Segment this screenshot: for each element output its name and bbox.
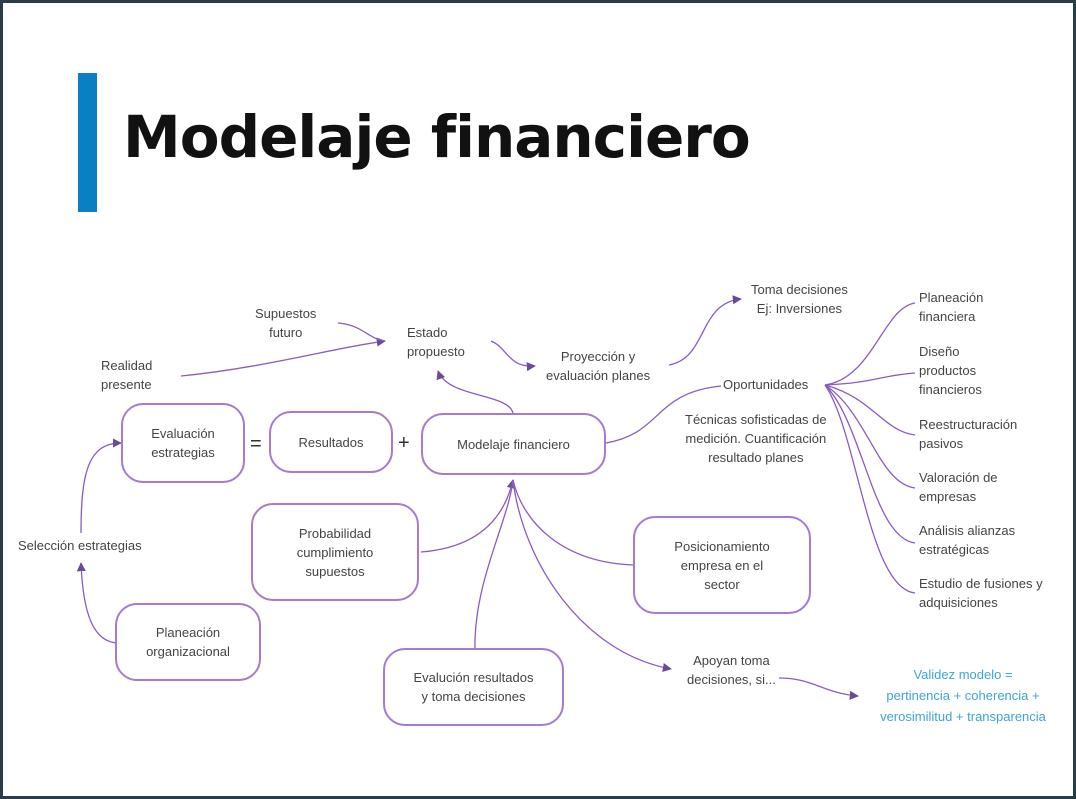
- label-toma-decisiones: Toma decisiones Ej: Inversiones: [751, 282, 848, 316]
- connector-oport-item-5: [824, 384, 916, 544]
- label-apoyan-toma: Apoyan toma decisiones, si...: [687, 653, 776, 687]
- connector-seleccion-evaluacion: [80, 438, 122, 534]
- label-proyeccion-planes: Proyección y evaluación planes: [546, 349, 651, 383]
- connector-evaluacion-modelaje: [474, 479, 514, 652]
- label-estado-propuesto: Estado propuesto: [407, 325, 465, 359]
- oportunidad-item: Diseño productos financieros: [919, 344, 982, 397]
- connector-oport-item-4: [824, 384, 916, 489]
- connector-lines: [76, 295, 916, 700]
- oportunidad-item: Estudio de fusiones y adquisiciones: [919, 576, 1043, 610]
- connector-proyeccion-toma: [668, 295, 742, 366]
- box-evaluacion-resultados: Evalución resultados y toma decisiones: [383, 648, 564, 726]
- connector-supuestos-estado: [337, 322, 386, 342]
- label-seleccion-estrategias: Selección estrategias: [18, 538, 142, 553]
- label-supuestos-futuro: Supuestos futuro: [255, 306, 317, 340]
- connector-oport-item-3: [824, 384, 916, 436]
- box-evaluacion-estrategias: Evaluación estrategias: [121, 403, 245, 483]
- box-resultados: Resultados: [269, 411, 393, 473]
- connector-apoyan-validez: [778, 677, 859, 700]
- connector-oport-item-1: [824, 302, 916, 386]
- validez-modelo-note: Validez modelo = pertinencia + coherenci…: [880, 667, 1046, 724]
- connector-planeacion-seleccion: [76, 562, 120, 644]
- slide: Modelaje financiero: [3, 3, 1073, 796]
- connector-oport-item-2: [824, 372, 916, 386]
- oportunidad-item: Valoración de empresas: [919, 470, 998, 504]
- connector-modelaje-oportunidades: [605, 385, 722, 444]
- connector-oport-item-6: [824, 384, 916, 594]
- oportunidad-item: Análisis alianzas estratégicas: [919, 523, 1016, 557]
- box-posicionamiento: Posicionamiento empresa en el sector: [633, 516, 811, 614]
- box-modelaje-financiero: Modelaje financiero: [421, 413, 606, 475]
- oportunidad-item: Reestructuración pasivos: [919, 417, 1018, 451]
- label-oportunidades: Oportunidades: [723, 377, 809, 392]
- connector-probabilidad-modelaje: [420, 479, 516, 553]
- label-tecnicas: Técnicas sofisticadas de medición. Cuant…: [685, 412, 827, 465]
- title-accent-bar: [78, 73, 97, 212]
- box-planeacion-organizacional: Planeación organizacional: [115, 603, 261, 681]
- oportunidad-item: Planeación financiera: [919, 290, 984, 324]
- label-realidad-presente: Realidad presente: [101, 358, 153, 392]
- connector-estado-proyeccion: [490, 340, 536, 372]
- connector-modelaje-apoyan: [512, 479, 672, 673]
- slide-title: Modelaje financiero: [123, 103, 751, 171]
- plus-operator: +: [398, 432, 410, 454]
- equals-operator: =: [250, 433, 262, 455]
- box-probabilidad-cumplimiento: Probabilidad cumplimiento supuestos: [251, 503, 419, 601]
- connector-realidad-estado: [180, 337, 386, 377]
- connector-posicionamiento-modelaje: [512, 479, 636, 566]
- connector-modelaje-estado: [436, 370, 514, 414]
